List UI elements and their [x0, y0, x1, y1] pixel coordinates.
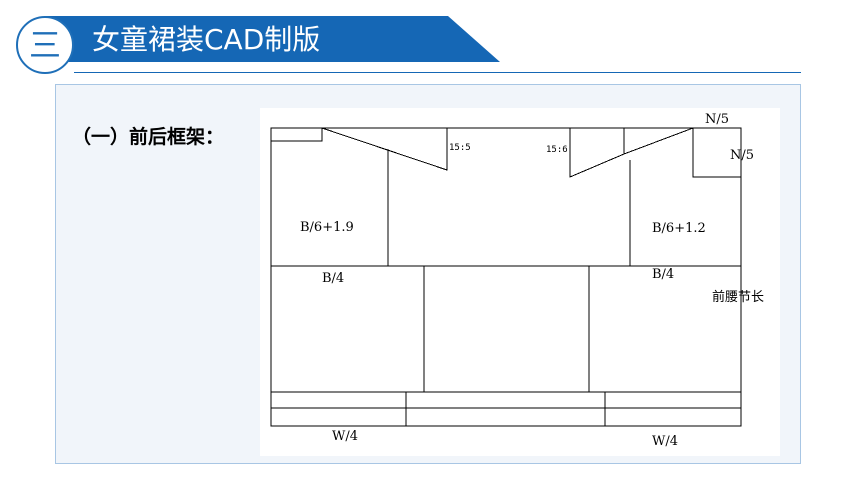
title-banner: [44, 16, 500, 62]
back-shoulder-line: [321, 127, 448, 171]
section-heading: （一）前后框架：: [72, 126, 225, 148]
page-title: 女童裙装CAD制版: [92, 23, 321, 56]
back-neck-line: [271, 128, 323, 142]
front-armhole-label: B/6+1.2: [652, 221, 706, 236]
pattern-draft: N/5 N/5 15:5 15:6 B/6+1.9 B/6+1.2 B/4 B/…: [260, 108, 780, 456]
neck-depth-label: N/5: [730, 148, 755, 163]
back-shoulder-ratio-label: 15:5: [449, 143, 471, 153]
pattern-draft-lines: [270, 127, 742, 427]
back-waist-label: W/4: [332, 429, 359, 444]
front-neck-line: [692, 128, 741, 178]
front-waist-length-label: 前腰节长: [712, 290, 765, 305]
header-divider: [74, 72, 801, 73]
neck-width-label: N/5: [705, 112, 730, 127]
front-bust-label: B/4: [652, 267, 675, 282]
draft-frame: [270, 127, 742, 427]
front-shoulder-slope: [623, 127, 694, 155]
section-number-badge: 三: [16, 16, 74, 74]
front-shoulder-ratio-label: 15:6: [546, 145, 568, 155]
front-shoulder-line: [569, 128, 625, 178]
back-armhole-label: B/6+1.9: [300, 220, 354, 235]
back-bust-label: B/4: [322, 271, 345, 286]
front-waist-label: W/4: [652, 434, 679, 449]
